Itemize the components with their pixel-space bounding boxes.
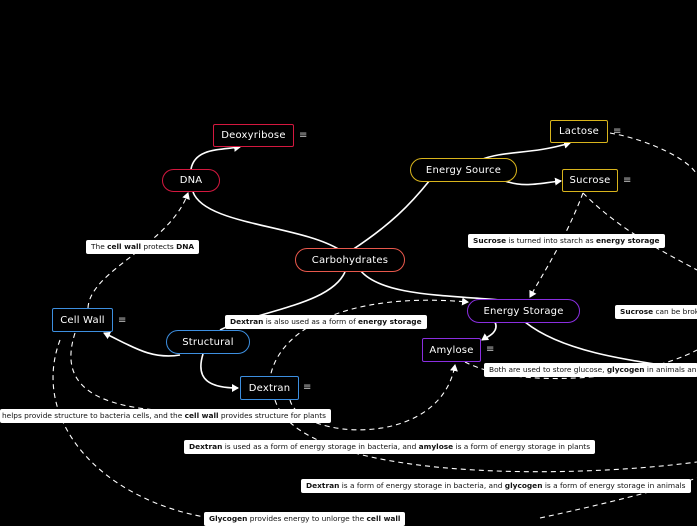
- subtopic-amylose-label: Amylose: [429, 344, 474, 356]
- relation-label-cellwall-dna[interactable]: The cell wall protects DNA: [86, 240, 200, 254]
- label-keyword: energy storage: [358, 317, 422, 326]
- rel-glycogen-cellwall: [52, 339, 211, 519]
- subtopic-amylose[interactable]: Amylose: [422, 338, 481, 362]
- label-keyword: Sucrose: [473, 236, 507, 245]
- label-keyword: Sucrose: [620, 307, 654, 316]
- rel-dextran-amylose: [289, 364, 458, 431]
- rel-lactose-right: [609, 132, 697, 176]
- label-keyword: cell wall: [366, 514, 401, 523]
- topic-energy-storage-label: Energy Storage: [483, 305, 564, 317]
- label-keyword: Dextran: [230, 317, 264, 326]
- subtopic-dextran-label: Dextran: [248, 382, 291, 394]
- label-text: provides energy to unlorge the: [247, 514, 367, 523]
- label-keyword: energy storage: [595, 236, 660, 245]
- subtopic-sucrose[interactable]: Sucrose: [562, 169, 618, 192]
- subtopic-dextran[interactable]: Dextran: [240, 376, 299, 400]
- central-topic-carbohydrates[interactable]: Carbohydrates: [295, 248, 405, 272]
- notes-icon[interactable]: ≡: [299, 130, 308, 141]
- label-keyword: cell wall: [107, 242, 142, 251]
- relation-label-dextran-glycogen[interactable]: Dextran is a form of energy storage in b…: [301, 479, 691, 493]
- label-text: is also used as a form of: [263, 317, 359, 326]
- topic-energy-source-label: Energy Source: [425, 164, 502, 176]
- label-text: provides structure for plants: [218, 411, 326, 420]
- label-text: Both are used to store glucose,: [489, 365, 607, 374]
- rel-cellwall-dna: [87, 192, 190, 309]
- subtopic-lactose-label: Lactose: [559, 126, 599, 137]
- label-text: is a form of energy storage in bacteria,…: [339, 481, 505, 490]
- subtopic-cell-wall[interactable]: Cell Wall: [52, 308, 113, 332]
- notes-icon[interactable]: ≡: [303, 382, 312, 393]
- central-topic-label: Carbohydrates: [311, 254, 389, 266]
- topic-energy-source[interactable]: Energy Source: [410, 158, 517, 182]
- topic-dna-label: DNA: [179, 175, 203, 186]
- topic-structural-label: Structural: [182, 336, 234, 348]
- subtopic-deoxyribose[interactable]: Deoxyribose: [213, 124, 294, 147]
- link-central-dna: [192, 191, 341, 251]
- topic-structural[interactable]: Structural: [166, 330, 250, 354]
- rel-sucrose-storage: [529, 192, 584, 298]
- relation-label-structure-bacteria[interactable]: helps provide structure to bacteria cell…: [0, 409, 331, 423]
- relation-label-dextran-storage[interactable]: Dextran is also used as a form of energy…: [225, 315, 427, 329]
- rel-sucrose-right: [582, 192, 697, 271]
- relation-label-sucrose-starch[interactable]: Sucrose is turned into starch as energy …: [468, 234, 665, 248]
- relation-label-sucrose-broken[interactable]: Sucrose can be brok: [615, 305, 697, 319]
- label-keyword: amylose: [418, 442, 454, 451]
- link-structural-cellwall: [103, 331, 181, 357]
- label-text: is a form of energy storage in animals: [542, 481, 686, 490]
- label-text: helps provide structure to bacteria cell…: [2, 411, 185, 420]
- label-text: in animals an: [644, 365, 697, 374]
- notes-icon[interactable]: ≡: [613, 126, 622, 137]
- rel-dextran-glycogen: [274, 399, 697, 473]
- topic-dna[interactable]: DNA: [162, 169, 220, 192]
- subtopic-lactose[interactable]: Lactose: [550, 120, 608, 143]
- notes-icon[interactable]: ≡: [486, 344, 495, 355]
- label-text: is turned into starch as: [506, 236, 596, 245]
- label-text: can be brok: [653, 307, 697, 316]
- label-keyword: Dextran: [306, 481, 340, 490]
- subtopic-cell-wall-label: Cell Wall: [60, 314, 105, 326]
- link-central-energy-storage: [359, 269, 501, 301]
- link-dna-deoxyribose: [190, 143, 241, 170]
- subtopic-deoxyribose-label: Deoxyribose: [221, 130, 286, 141]
- relation-label-dextran-amylose[interactable]: Dextran is used as a form of energy stor…: [184, 440, 596, 454]
- label-text: The: [91, 242, 108, 251]
- relation-label-glycogen-cellwall[interactable]: Glycogen provides energy to unlorge the …: [204, 512, 406, 526]
- label-keyword: Glycogen: [209, 514, 248, 523]
- label-text: is a form of energy storage in plants: [453, 442, 591, 451]
- label-keyword: glycogen: [504, 481, 543, 490]
- label-keyword: Dextran: [189, 442, 223, 451]
- link-storage-amylose: [481, 321, 497, 341]
- label-keyword: glycogen: [606, 365, 645, 374]
- label-text: is used as a form of energy storage in b…: [222, 442, 419, 451]
- link-structural-dextran: [200, 353, 239, 392]
- label-text: protects: [141, 242, 177, 251]
- label-keyword: DNA: [176, 242, 195, 251]
- rel-amylose-right: [464, 349, 697, 379]
- link-central-energy-source: [351, 179, 431, 251]
- label-keyword: cell wall: [184, 411, 219, 420]
- notes-icon[interactable]: ≡: [118, 315, 127, 326]
- link-energysource-lactose: [479, 140, 571, 161]
- subtopic-sucrose-label: Sucrose: [569, 175, 611, 186]
- link-energysource-sucrose: [504, 177, 562, 186]
- topic-energy-storage[interactable]: Energy Storage: [467, 299, 580, 323]
- relation-label-glycogen-amylose[interactable]: Both are used to store glucose, glycogen…: [484, 363, 697, 377]
- notes-icon[interactable]: ≡: [623, 175, 632, 186]
